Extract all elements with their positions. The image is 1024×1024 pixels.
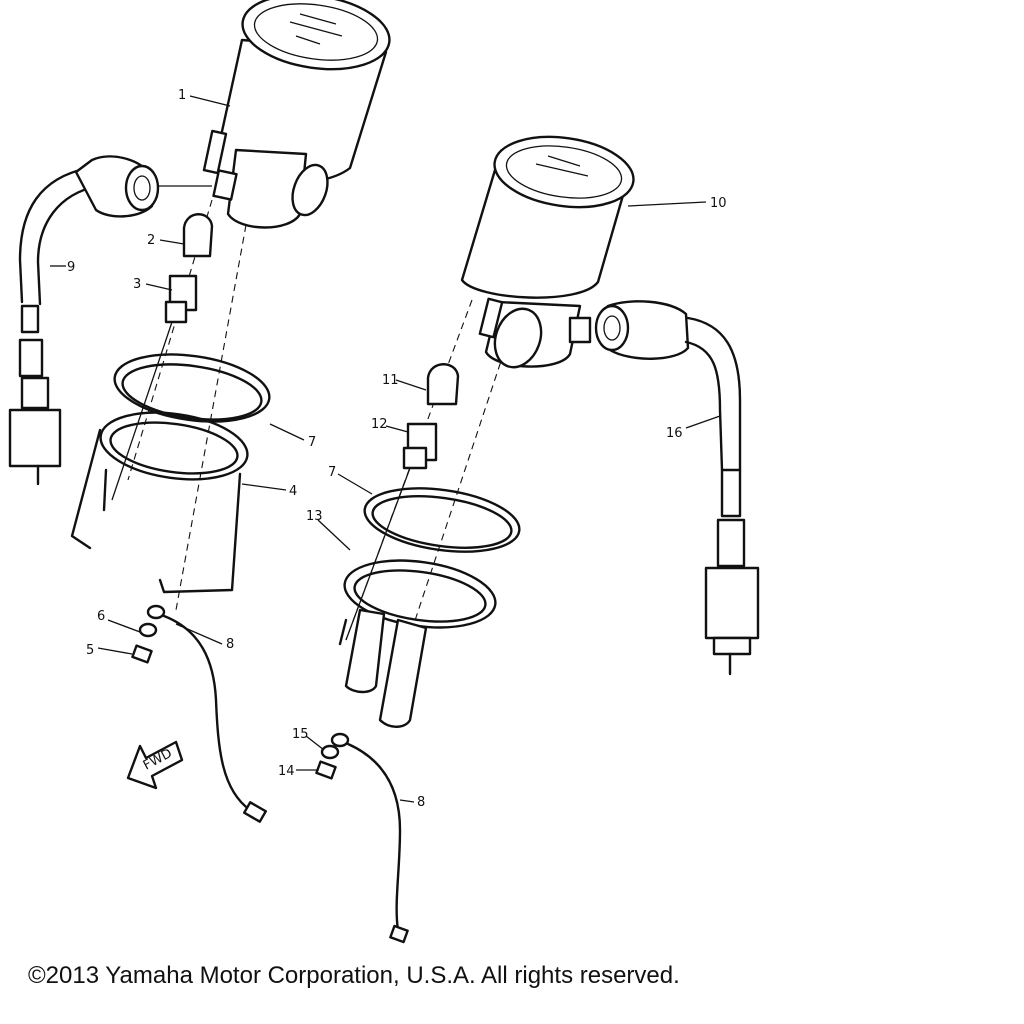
callout-8-right: 8 [417, 795, 425, 810]
meter-assembly-right [460, 135, 635, 369]
washer-15 [320, 744, 340, 760]
fwd-arrow: FWD [126, 740, 184, 790]
lamp-wire-right [330, 732, 409, 944]
callout-11: 11 [382, 373, 399, 388]
callout-12: 12 [371, 417, 388, 432]
callout-16: 16 [666, 426, 683, 441]
cushion-ring-left [113, 353, 271, 423]
washer-6 [138, 622, 158, 638]
nut-14 [315, 760, 337, 780]
callout-13: 13 [306, 509, 323, 524]
callout-6: 6 [97, 609, 105, 624]
meter-cable-left [8, 155, 160, 486]
callout-15: 15 [292, 727, 309, 742]
leader-lines [50, 95, 721, 803]
socket-12 [345, 422, 438, 641]
bracket-left [70, 411, 249, 594]
bracket-right [338, 559, 497, 728]
lamp-wire-left [146, 604, 267, 823]
exploded-parts-diagram: FWD [8, 0, 760, 944]
nut-5 [131, 644, 153, 664]
copyright-notice: ©2013 Yamaha Motor Corporation, U.S.A. A… [28, 962, 680, 989]
callout-8-left: 8 [226, 637, 234, 652]
assembly-axis [175, 224, 247, 611]
assembly-axis [381, 339, 509, 721]
callout-1: 1 [178, 88, 186, 103]
meter-assembly-left [202, 0, 391, 229]
callout-3: 3 [133, 277, 141, 292]
callout-labels: 1 2 3 9 7 4 6 5 8 10 11 12 7 13 16 15 14… [67, 88, 727, 810]
bulb-2 [182, 213, 214, 258]
callout-9: 9 [67, 260, 75, 275]
callout-10: 10 [710, 196, 727, 211]
callout-14: 14 [278, 764, 295, 779]
callout-5: 5 [86, 643, 94, 658]
callout-2: 2 [147, 233, 155, 248]
cushion-ring-right [363, 487, 521, 553]
socket-3 [111, 274, 198, 501]
meter-cable-right [594, 300, 760, 676]
bulb-11 [426, 363, 460, 406]
callout-7-right: 7 [328, 465, 336, 480]
callout-4: 4 [289, 484, 297, 499]
callout-7-left: 7 [308, 435, 316, 450]
